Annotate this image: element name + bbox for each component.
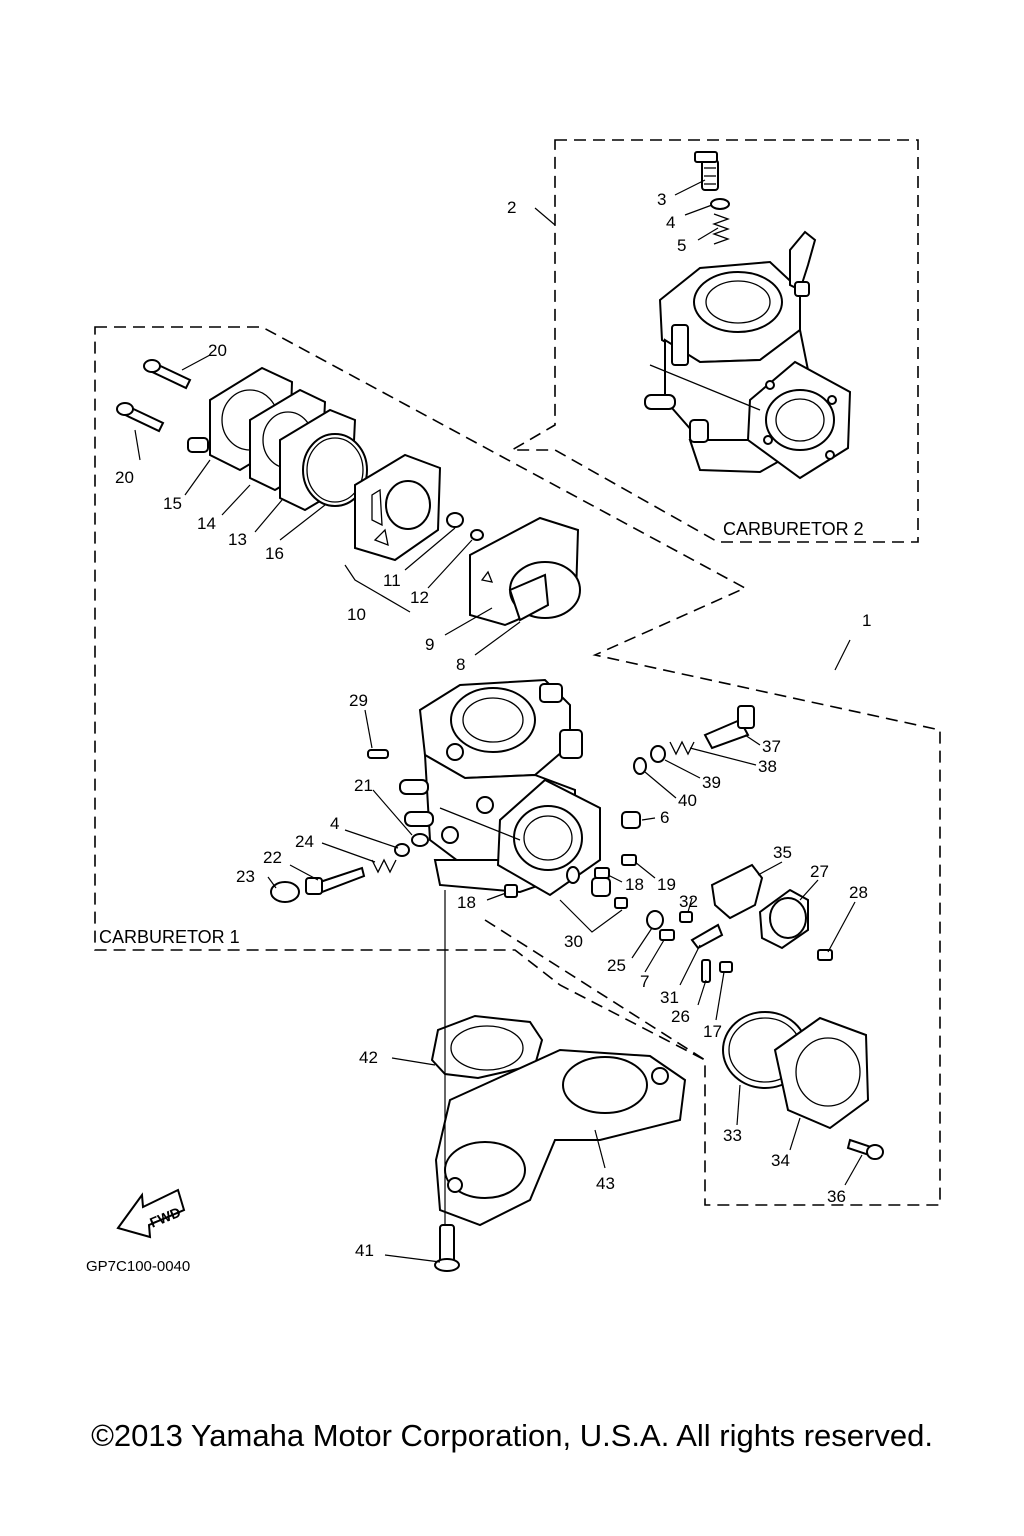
- part-label-26: 26: [671, 1007, 690, 1026]
- part-label-30: 30: [564, 932, 583, 951]
- part-label-40: 40: [678, 791, 697, 810]
- part-label-37: 37: [762, 737, 781, 756]
- fwd-arrow-icon: FWD: [116, 1188, 186, 1239]
- carburetor-1-label: CARBURETOR 1: [99, 927, 240, 947]
- part-label-24: 24: [295, 832, 314, 851]
- part-label-6: 6: [660, 808, 669, 827]
- part-label-31: 31: [660, 988, 679, 1007]
- leader-lines: [134, 179, 863, 1263]
- carburetor-2-assembly: [644, 151, 852, 480]
- carburetor-1-small-parts: [270, 705, 884, 1160]
- part-label-20: 20: [208, 341, 227, 360]
- part-label-33: 33: [723, 1126, 742, 1145]
- part-label-7: 7: [640, 972, 649, 991]
- copyright-notice: ©2013 Yamaha Motor Corporation, U.S.A. A…: [91, 1418, 933, 1453]
- screw-20-top: [143, 359, 192, 390]
- screw-20-bottom: [116, 402, 165, 433]
- carburetor-2-boundary: [509, 139, 919, 543]
- part-label-11: 11: [383, 571, 401, 590]
- part-number-labels: 1 2 3 4 5 20 20 15 14 13 16 11 12 10 9 8…: [115, 190, 871, 1260]
- part-label-19: 19: [657, 875, 676, 894]
- part-label-10: 10: [347, 605, 366, 624]
- part-label-34: 34: [771, 1151, 790, 1170]
- part-label-23: 23: [236, 867, 255, 886]
- part-label-18: 18: [457, 893, 476, 912]
- part-label-20: 20: [115, 468, 134, 487]
- drawing-code: GP7C100-0040: [86, 1258, 190, 1275]
- part-label-1: 1: [862, 611, 871, 630]
- part-label-15: 15: [163, 494, 182, 513]
- part-label-25: 25: [607, 956, 626, 975]
- part-label-4: 4: [330, 814, 339, 833]
- part-label-21: 21: [354, 776, 373, 795]
- part-label-42: 42: [359, 1048, 378, 1067]
- part-label-32: 32: [679, 892, 698, 911]
- part-label-27: 27: [810, 862, 829, 881]
- part-label-5: 5: [677, 236, 686, 255]
- intake-manifold: [430, 890, 687, 1272]
- part-label-36: 36: [827, 1187, 846, 1206]
- carburetor-1-body: [399, 678, 601, 897]
- part-label-38: 38: [758, 757, 777, 776]
- part-label-9: 9: [425, 635, 434, 654]
- part-label-39: 39: [702, 773, 721, 792]
- part-label-13: 13: [228, 530, 247, 549]
- part-label-14: 14: [197, 514, 216, 533]
- part-label-17: 17: [703, 1022, 722, 1041]
- part-label-28: 28: [849, 883, 868, 902]
- part-label-41: 41: [355, 1241, 374, 1260]
- part-label-18: 18: [625, 875, 644, 894]
- fuel-pump-cover-stack: [116, 359, 581, 627]
- carburetor-2-label: CARBURETOR 2: [723, 519, 864, 539]
- part-label-43: 43: [596, 1174, 615, 1193]
- part-label-2: 2: [507, 198, 516, 217]
- part-label-12: 12: [410, 588, 429, 607]
- part-label-29: 29: [349, 691, 368, 710]
- part-label-16: 16: [265, 544, 284, 563]
- part-label-3: 3: [657, 190, 666, 209]
- part-label-8: 8: [456, 655, 465, 674]
- part-label-4: 4: [666, 213, 675, 232]
- part-label-35: 35: [773, 843, 792, 862]
- part-label-22: 22: [263, 848, 282, 867]
